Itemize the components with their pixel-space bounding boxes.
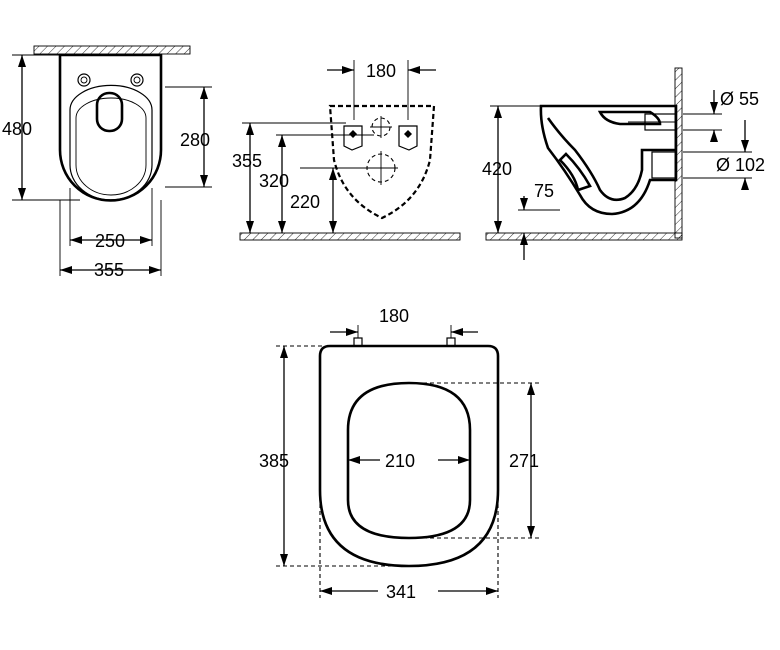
wall-view-bowl-outline bbox=[328, 104, 436, 220]
dim-label-320: 320 bbox=[259, 171, 289, 191]
side-view-outlet-pipe bbox=[651, 151, 677, 179]
dim-label-180-wall: 180 bbox=[366, 61, 396, 81]
top-view-fixing-hole-left bbox=[77, 73, 91, 87]
dim-label-diameter-55: Ø 55 bbox=[720, 89, 759, 109]
dim-label-341: 341 bbox=[386, 582, 416, 602]
top-view-fixing-hole-right bbox=[130, 73, 144, 87]
seat-view-seat-outline bbox=[318, 344, 500, 568]
dim-label-diameter-102: Ø 102 bbox=[716, 155, 765, 175]
dim-label-355-wall: 355 bbox=[232, 151, 262, 171]
dim-label-385: 385 bbox=[259, 451, 289, 471]
dim-label-271: 271 bbox=[509, 451, 539, 471]
top-view-flush-slot bbox=[95, 91, 124, 133]
wall-view-fixing-plate-right bbox=[398, 125, 418, 151]
side-view-floor bbox=[485, 232, 683, 241]
wall-view-outlet-marker bbox=[364, 151, 398, 185]
dim-label-75: 75 bbox=[534, 181, 554, 201]
top-view: 480 280 250 355 bbox=[2, 45, 212, 280]
side-view-bowl-outline bbox=[539, 104, 678, 216]
dim-label-210: 210 bbox=[385, 451, 415, 471]
top-view-fixing-hole-right-inner bbox=[133, 76, 141, 84]
dim-label-250: 250 bbox=[95, 231, 125, 251]
side-view: 420 75 Ø 55 Ø 102 bbox=[482, 67, 765, 260]
wall-view-fixing-plate-left bbox=[343, 125, 363, 151]
top-view-wall bbox=[33, 45, 191, 55]
dim-label-180-seat: 180 bbox=[379, 306, 409, 326]
dim-label-420: 420 bbox=[482, 159, 512, 179]
seat-view: 180 385 210 271 341 bbox=[259, 306, 540, 602]
dim-label-280: 280 bbox=[180, 130, 210, 150]
top-view-fixing-hole-left-inner bbox=[80, 76, 88, 84]
dim-label-480: 480 bbox=[2, 119, 32, 139]
dim-label-355: 355 bbox=[94, 260, 124, 280]
top-view-inner-rim bbox=[75, 97, 147, 196]
top-view-seat-opening bbox=[69, 84, 153, 201]
wall-view: 180 355 320 220 bbox=[232, 60, 461, 241]
wall-view-inlet-marker bbox=[370, 116, 392, 138]
side-view-trap bbox=[558, 152, 592, 192]
dim-label-220: 220 bbox=[290, 192, 320, 212]
wall-view-floor bbox=[239, 232, 461, 241]
side-view-bowl-inner bbox=[546, 117, 676, 202]
seat-view-seat-opening bbox=[346, 381, 472, 540]
